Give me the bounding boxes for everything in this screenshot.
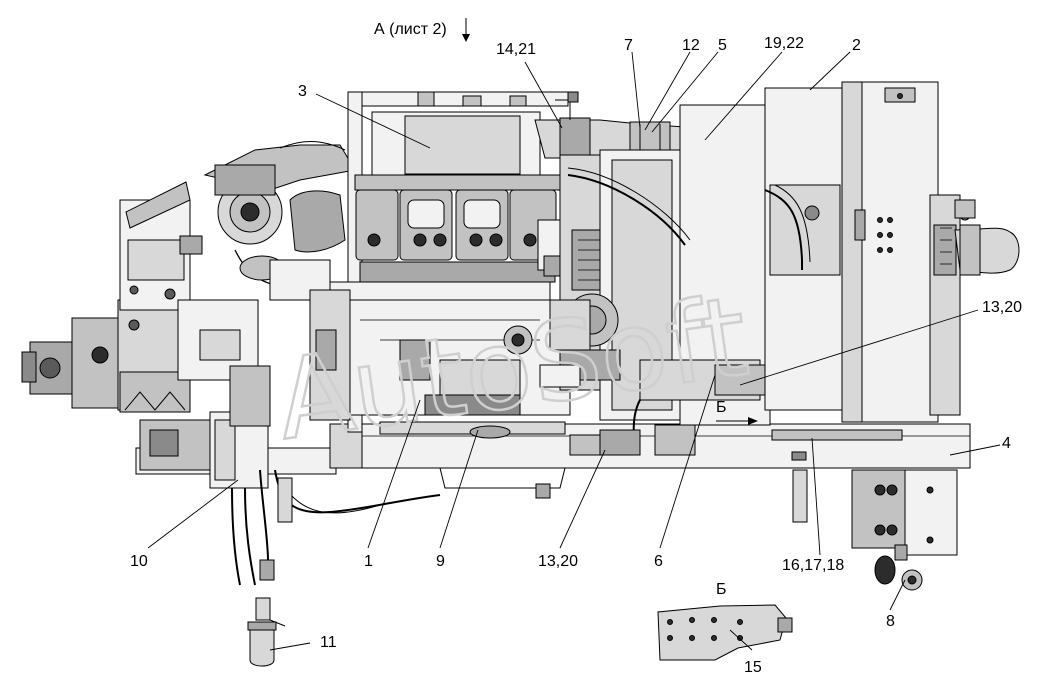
view-b-arrow [716, 417, 758, 425]
callout-10: 10 [130, 553, 148, 570]
callout-12: 12 [682, 37, 700, 54]
callout-16-17-18: 16,17,18 [782, 557, 844, 574]
turbocharger [179, 141, 356, 301]
view-reference-label: А (лист 2) [374, 21, 447, 38]
callout-1: 1 [364, 553, 373, 570]
sensor-11 [247, 597, 286, 667]
left-pump-assembly [21, 181, 259, 471]
callout-8: 8 [886, 613, 895, 630]
callout-9: 9 [436, 553, 445, 570]
view-a-arrow [462, 18, 470, 42]
callout-15: 15 [744, 659, 762, 676]
callout-6: 6 [654, 553, 663, 570]
callout-3: 3 [298, 83, 307, 100]
alternator [539, 293, 621, 388]
detail-view-b [657, 604, 793, 661]
engine-block [309, 91, 571, 439]
right-support-bracket [851, 469, 958, 591]
left-bracket [209, 365, 271, 489]
harness-cables [231, 469, 441, 586]
callout-7: 7 [624, 37, 633, 54]
callout-13-20-right: 13,20 [982, 299, 1022, 316]
leader-lines [147, 51, 1001, 651]
coolant-hoses [567, 167, 811, 456]
callout-11: 11 [320, 634, 337, 651]
base-frame [135, 421, 971, 523]
callout-19-22: 19,22 [764, 35, 804, 52]
callout-13-20-bottom: 13,20 [538, 553, 578, 570]
detail-view-b-label: Б [716, 581, 727, 598]
callout-4: 4 [1002, 435, 1011, 452]
callout-5: 5 [718, 37, 727, 54]
callout-14-21: 14,21 [496, 41, 536, 58]
callout-2: 2 [852, 37, 861, 54]
view-b-arrow-label: Б [716, 399, 727, 416]
